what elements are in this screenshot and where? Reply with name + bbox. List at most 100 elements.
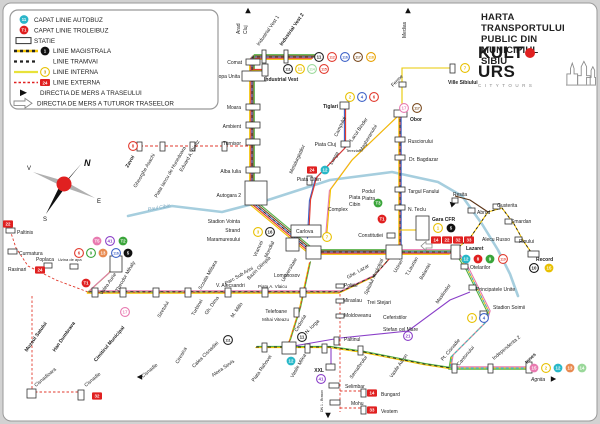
station-label: Lomonosov — [274, 273, 300, 279]
station-marker — [245, 103, 261, 111]
station-marker — [69, 263, 79, 270]
line-badge: T1 — [377, 214, 387, 224]
station-label: Bungard — [381, 392, 400, 398]
line-badge-number: 9 — [90, 251, 93, 256]
station-marker — [152, 287, 160, 298]
line-badge: 32 — [453, 236, 463, 244]
station-marker — [335, 283, 345, 289]
river-layer — [126, 170, 520, 298]
line-badge-number: 9 — [489, 257, 492, 262]
line-badge-number: 8 — [132, 144, 135, 149]
station-marker — [245, 121, 261, 129]
station-marker — [325, 363, 336, 371]
line-badge: 116 — [111, 248, 121, 258]
station-marker — [261, 49, 267, 64]
line-badge: 7 — [322, 232, 332, 242]
legend-label: DIRECTIA DE MERS A TRASEULUI — [40, 90, 142, 97]
externa-badge-icon — [40, 79, 50, 86]
station-label: Strand — [225, 228, 240, 234]
station-label: Mihai Viteazu — [262, 317, 289, 322]
compass-s-label: S — [43, 217, 47, 223]
station-marker — [333, 336, 340, 346]
line-badge: 11 — [295, 64, 305, 74]
station-label: Alecu Russo — [482, 237, 510, 243]
station-label: Ceferistilor — [383, 315, 407, 321]
line-badge: 7 — [460, 63, 470, 73]
line-badge-number: 33 — [467, 238, 472, 243]
station-label: Targul Fanului — [408, 189, 439, 195]
line-badge: 118 — [366, 52, 376, 62]
line-badge: 8 — [473, 254, 483, 264]
station-marker — [184, 287, 192, 298]
interna-badge-icon — [40, 67, 50, 77]
station-label: DN 1 - Brasov — [320, 390, 324, 412]
line-badge-number: 119 — [500, 258, 506, 262]
all-routes-direction-icon — [13, 97, 33, 109]
line-badge-number: 5 — [450, 226, 453, 231]
station-label: Podul — [362, 189, 375, 195]
line-badge: T1 — [81, 278, 91, 288]
station-marker — [527, 250, 540, 258]
station-marker — [514, 236, 523, 243]
line-badge-number: 14 — [434, 238, 439, 243]
route-line-dashed — [454, 207, 534, 256]
route-direction-icon — [136, 374, 143, 380]
line-badge: 17 — [120, 307, 130, 317]
line-badge-number: 6 — [373, 95, 376, 100]
legend-row-interna: 3 LINIE INTERNA — [14, 67, 99, 77]
line-badge-number: 2 — [349, 95, 352, 100]
kultours-logo: KULTURS CITYTOURS — [478, 44, 596, 88]
line-badge-number: 17 — [402, 106, 407, 111]
station-label: Europa Unita — [211, 74, 240, 80]
legend-row-bus-terminal: 11 CAPAT LINIE AUTOBUZ — [19, 15, 103, 24]
station-label: Record — [536, 257, 553, 263]
station-label: Autogara 2 — [217, 193, 242, 199]
line-badge: 24 — [307, 166, 317, 174]
station-marker — [394, 136, 406, 143]
line-badge-number: 12 — [289, 359, 294, 364]
station-marker — [460, 263, 469, 270]
station-marker — [385, 244, 403, 260]
station-label: Gara CFR — [432, 217, 455, 223]
station-label: Arad — [236, 23, 242, 34]
title-line-3: SIBIU — [481, 56, 508, 67]
station-marker — [119, 287, 127, 298]
station-label: Uzina de apa — [58, 257, 82, 262]
line-badge: 4 — [479, 313, 489, 323]
line-badge: 5 — [123, 248, 133, 258]
compass-rose: N E S V — [27, 158, 101, 223]
station-label: Curmatura — [19, 251, 43, 257]
line-badge-number: 2 — [545, 366, 548, 371]
station-label: XXL — [314, 368, 324, 374]
station-label: Lazaret — [466, 246, 484, 252]
logo-text-left: KULT — [478, 43, 525, 62]
station-marker — [492, 203, 501, 210]
line-badge-number: 17 — [123, 310, 128, 315]
line-badge: 22 — [442, 236, 452, 244]
line-badge-number: T3 — [375, 201, 381, 206]
station-label: Piata — [349, 195, 361, 201]
station-marker — [261, 342, 268, 353]
all-routes-direction-icon — [420, 240, 433, 252]
line-badge: 9 — [485, 254, 495, 264]
station-label: Piata Cibin — [297, 177, 321, 183]
station-label: Poplaca — [36, 257, 54, 263]
line-badge-number: 32 — [95, 394, 100, 399]
station-marker — [91, 287, 99, 298]
line-badge: 33 — [464, 236, 474, 244]
interna-badge-label: 3 — [44, 70, 47, 75]
route-line-dashed — [449, 255, 528, 369]
station-label: Vestem — [381, 409, 398, 415]
station-marker — [43, 262, 53, 269]
station-marker — [360, 405, 367, 415]
station-label: Rusciorului — [408, 139, 433, 145]
station-marker — [261, 63, 269, 77]
legend-label: CAPAT LINIE TROLEIBUZ — [34, 27, 109, 34]
station-marker — [244, 180, 268, 206]
line-badge: 41 — [316, 374, 326, 384]
station-label: Carlova — [296, 229, 313, 235]
route-line-dashed — [9, 229, 89, 293]
line-badge-number: 41 — [108, 239, 113, 244]
line-badge: 11 — [314, 52, 324, 62]
station-marker — [468, 284, 477, 291]
